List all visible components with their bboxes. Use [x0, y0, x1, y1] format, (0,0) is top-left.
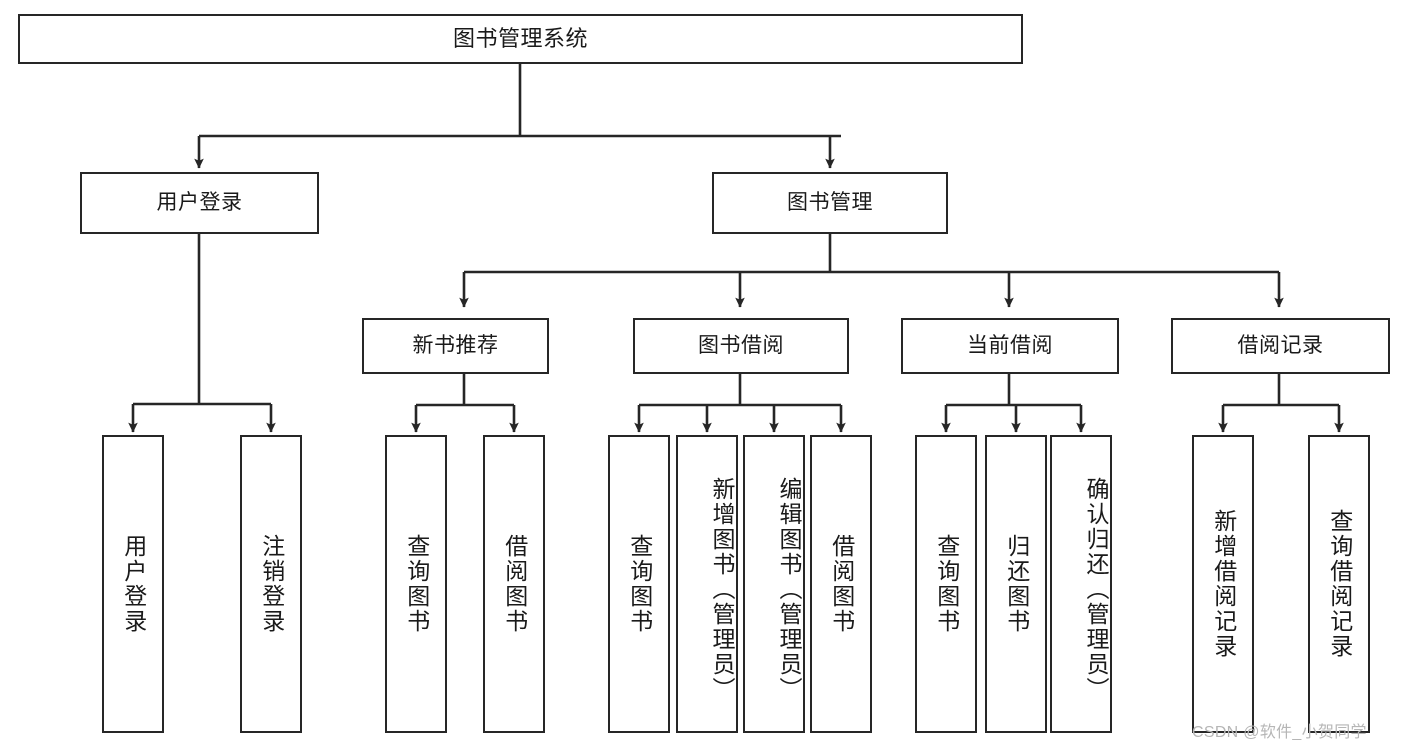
node-label: 当前借阅	[967, 334, 1053, 358]
node-book-borrow[interactable]: 图书借阅	[633, 318, 849, 374]
node-label: 新增借阅记录	[1210, 509, 1237, 659]
node-book-management[interactable]: 图书管理	[712, 172, 948, 234]
node-label: 借阅图书	[501, 534, 528, 634]
node-label: 查询图书	[626, 534, 653, 634]
node-label: 查询图书	[933, 534, 960, 634]
node-borrow-record[interactable]: 借阅记录	[1171, 318, 1390, 374]
node-label: 归还图书	[1003, 534, 1030, 634]
node-label: 借阅图书	[828, 534, 855, 634]
leaf-return-book[interactable]: 归还图书	[985, 435, 1047, 733]
leaf-confirm-return-admin[interactable]: 确认归还（管理员）	[1050, 435, 1112, 733]
node-label: 图书借阅	[698, 334, 784, 358]
leaf-query-book-borrow[interactable]: 查询图书	[608, 435, 670, 733]
node-current-borrow[interactable]: 当前借阅	[901, 318, 1119, 374]
leaf-borrow-book[interactable]: 借阅图书	[810, 435, 872, 733]
node-label: 图书管理	[787, 191, 873, 215]
node-label: 新书推荐	[412, 334, 499, 358]
watermark-text: CSDN @软件_小贺同学	[1192, 724, 1367, 741]
node-label: 用户登录	[156, 191, 243, 215]
leaf-edit-book-admin[interactable]: 编辑图书（管理员）	[743, 435, 805, 733]
leaf-user-login[interactable]: 用户登录	[102, 435, 164, 733]
node-label: 用户登录	[120, 534, 147, 634]
node-new-book-recommend[interactable]: 新书推荐	[362, 318, 549, 374]
node-label: 查询借阅记录	[1326, 509, 1353, 659]
leaf-query-borrow-record[interactable]: 查询借阅记录	[1308, 435, 1370, 733]
leaf-query-book-current[interactable]: 查询图书	[915, 435, 977, 733]
leaf-add-borrow-record[interactable]: 新增借阅记录	[1192, 435, 1254, 733]
node-root-system[interactable]: 图书管理系统	[18, 14, 1023, 64]
node-label: 新增图书（管理员）	[709, 476, 735, 702]
leaf-add-book-admin[interactable]: 新增图书（管理员）	[676, 435, 738, 733]
node-label: 注销登录	[258, 534, 285, 634]
node-user-login[interactable]: 用户登录	[80, 172, 319, 234]
leaf-query-book-recommend[interactable]: 查询图书	[385, 435, 447, 733]
node-label: 确认归还（管理员）	[1083, 476, 1109, 702]
node-label: 图书管理系统	[452, 25, 588, 51]
node-label: 查询图书	[403, 534, 430, 634]
leaf-logout-login[interactable]: 注销登录	[240, 435, 302, 733]
leaf-borrow-book-recommend[interactable]: 借阅图书	[483, 435, 545, 733]
node-label: 编辑图书（管理员）	[776, 476, 802, 702]
node-label: 借阅记录	[1237, 334, 1324, 358]
